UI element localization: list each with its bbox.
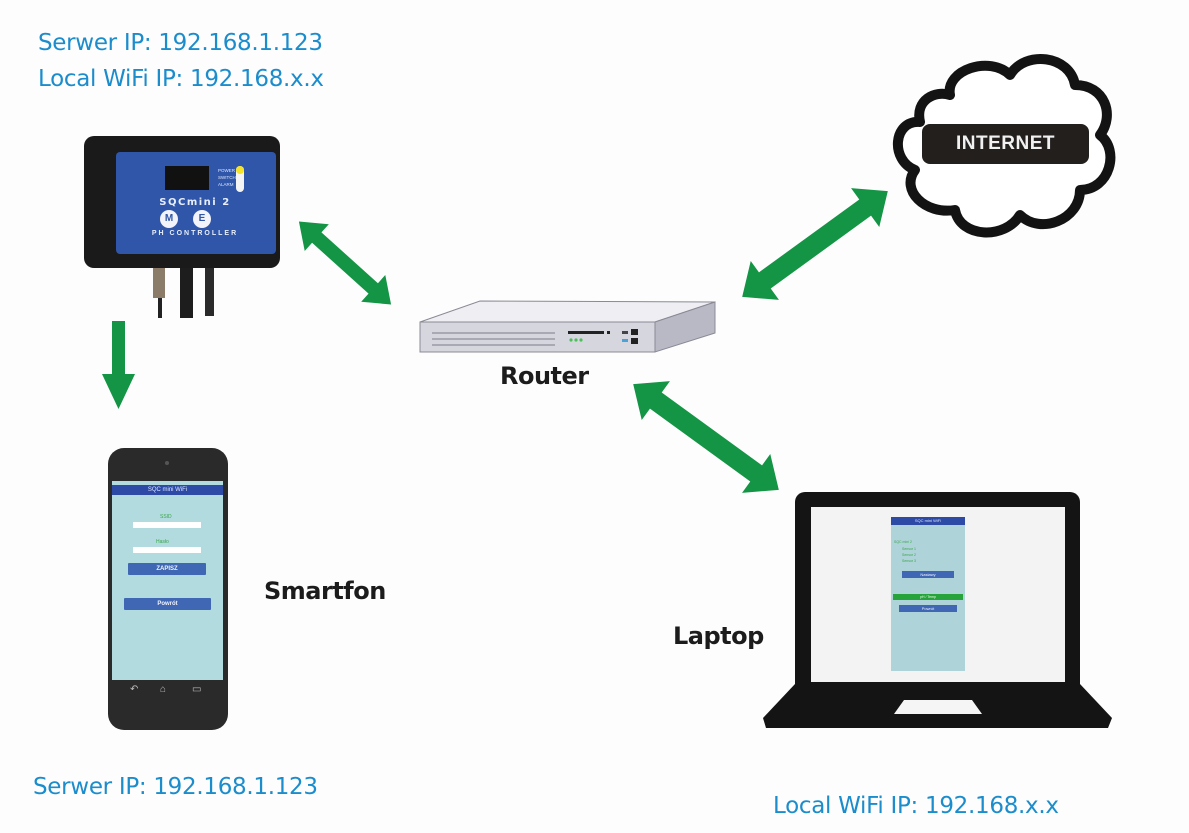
laptop-row: Sensor 2 bbox=[902, 553, 917, 557]
controller-local-ip: Local WiFi IP: 192.168.x.x bbox=[38, 66, 324, 92]
phone-password-field bbox=[133, 547, 201, 553]
phone-ssid-label: SSID bbox=[160, 514, 172, 520]
router-device bbox=[419, 300, 716, 353]
laptop-app-title: SQC mini WiFi bbox=[891, 517, 965, 525]
home-icon: ⌂ bbox=[160, 684, 167, 695]
controller-led-indicator bbox=[236, 166, 244, 192]
recents-icon: ▭ bbox=[192, 684, 202, 695]
led-label: POWER bbox=[218, 168, 236, 173]
back-icon: ↶ bbox=[130, 684, 139, 695]
laptop-local-ip: Local WiFi IP: 192.168.x.x bbox=[773, 793, 1059, 819]
phone-back-button: Powrót bbox=[124, 598, 211, 610]
controller-e-button: E bbox=[193, 210, 211, 228]
led-label: SWITCH bbox=[218, 175, 236, 180]
smartphone-server-ip: Serwer IP: 192.168.1.123 bbox=[33, 774, 318, 800]
phone-password-label: Hasło bbox=[156, 539, 169, 545]
router-label: Router bbox=[500, 362, 589, 390]
controller-display bbox=[165, 166, 209, 190]
controller-subtitle: PH CONTROLLER bbox=[151, 230, 239, 237]
smartphone-label: Smartfon bbox=[264, 577, 386, 605]
laptop-label: Laptop bbox=[673, 622, 764, 650]
laptop-status-bar: pH / Temp bbox=[893, 594, 963, 600]
arrow-controller-smartphone bbox=[102, 321, 135, 409]
led-label: ALARM bbox=[218, 182, 234, 187]
controller-led-labels: POWER SWITCH ALARM bbox=[218, 167, 236, 188]
laptop-sensor-title: SQC mini 2 bbox=[894, 540, 912, 544]
phone-camera bbox=[165, 461, 169, 465]
internet-label: INTERNET bbox=[922, 124, 1089, 164]
phone-ssid-field bbox=[133, 522, 201, 528]
arrow-router-internet bbox=[742, 188, 888, 300]
phone-app-title: SQC mini WiFi bbox=[112, 485, 223, 495]
controller-m-button: M bbox=[160, 210, 178, 228]
laptop-back-button: Powrót bbox=[899, 605, 957, 612]
arrow-controller-router bbox=[298, 221, 392, 305]
laptop-settings-button: Nastawy bbox=[902, 571, 954, 578]
controller-model: SQCmini 2 bbox=[159, 197, 231, 208]
laptop-row: Sensor 1 bbox=[902, 547, 917, 551]
controller-server-ip: Serwer IP: 192.168.1.123 bbox=[38, 30, 323, 56]
phone-screen bbox=[112, 481, 223, 680]
phone-save-button: ZAPISZ bbox=[128, 563, 206, 575]
arrow-router-laptop bbox=[633, 381, 779, 493]
laptop-row: Sensor 3 bbox=[902, 559, 917, 563]
